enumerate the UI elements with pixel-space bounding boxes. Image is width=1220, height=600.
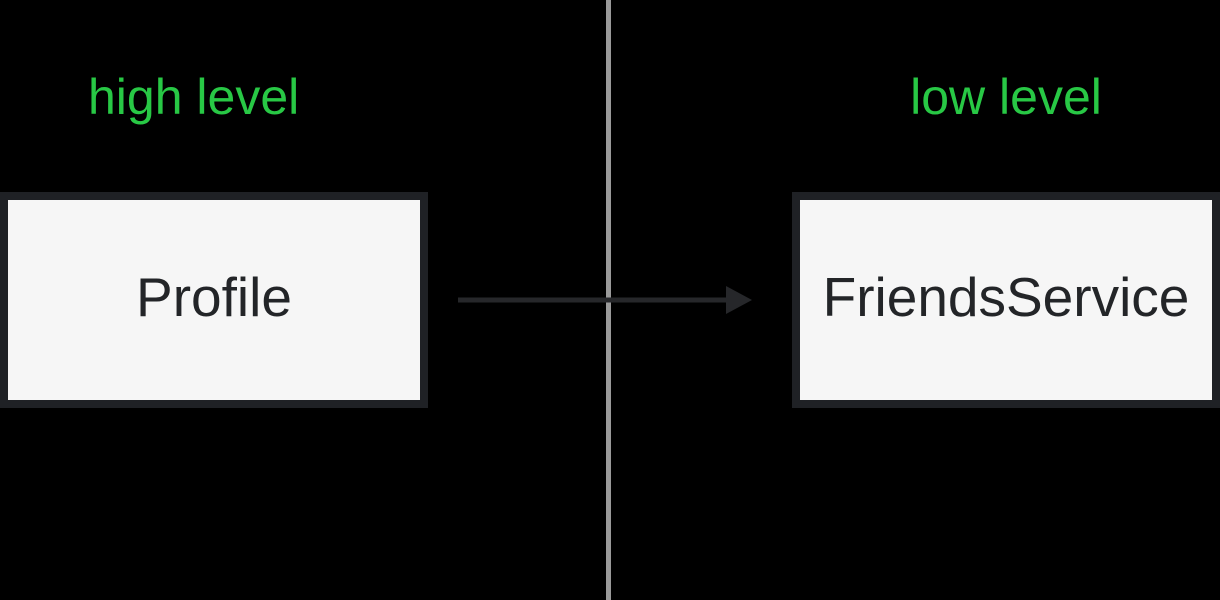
- node-friendsservice-label: FriendsService: [822, 265, 1190, 328]
- node-profile: Profile: [0, 192, 428, 408]
- section-label-high-level: high level: [88, 69, 300, 125]
- node-profile-label: Profile: [136, 265, 292, 328]
- arrowhead-icon: [726, 286, 752, 314]
- section-label-low-level: low level: [910, 69, 1102, 125]
- arrow-profile-to-friendsservice: [458, 286, 752, 314]
- node-friendsservice: FriendsService: [792, 192, 1220, 408]
